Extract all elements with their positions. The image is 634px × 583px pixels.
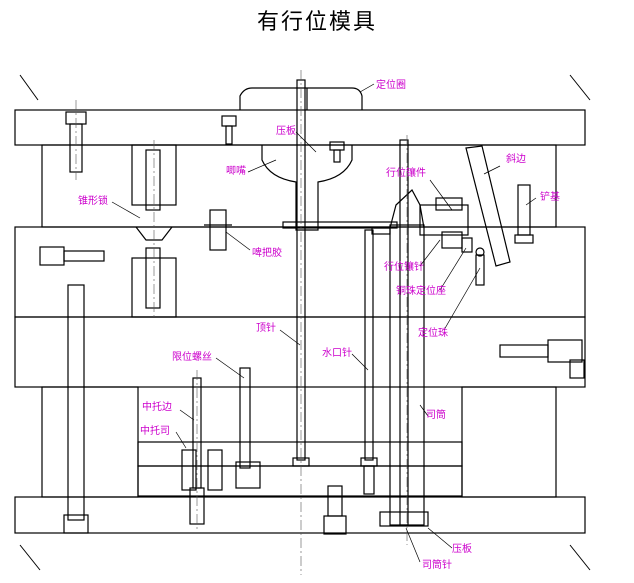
label-positioning-bead: 定位珠 [418,328,448,339]
label-positioning-ring: 定位圈 [376,80,406,91]
spacer-block-left [41,386,139,498]
label-press-plate-top: 压板 [276,126,296,137]
positioning-ring [239,87,363,110]
a-plate [41,144,557,228]
label-sleeve: 司筒 [426,410,446,421]
label-slide-insert-pin: 行位镶针 [384,262,424,273]
top-clamp-plate [14,109,586,146]
spacer-block-right [461,386,557,498]
b-plate [14,226,586,318]
label-wear-plate: 铲基 [540,192,560,203]
label-tapered-lock: 锥形锁 [78,196,108,207]
sprue-bushing [261,145,353,231]
bottom-clamp-plate [14,496,586,534]
label-press-plate-bottom: 压板 [452,544,472,555]
label-nylon-puller: 啤把胶 [252,248,282,259]
label-ejector-pin: 顶针 [256,323,276,334]
label-mid-ejector-sleeve: 中托司 [140,426,170,437]
slide-body [419,204,469,236]
label-angle-pin: 斜边 [506,154,526,165]
label-mid-ejector-pin: 中托边 [142,402,172,413]
label-slide-seat: 铜珠定位座 [396,286,446,297]
label-sprue-bushing: 唧嘴 [226,166,246,177]
label-slide-insert: 行位镶件 [386,168,426,179]
support-plate [14,316,586,388]
ejector-plate [137,465,463,497]
slide-insert-cone [389,189,425,229]
label-sleeve-pin: 司筒针 [422,560,452,571]
ejector-retainer-plate [137,441,463,467]
label-water-pin: 水口针 [322,348,352,359]
diagram-title: 有行位模具 [256,10,377,35]
label-limit-screw: 限位螺丝 [172,352,212,363]
angle-pin [465,145,511,267]
